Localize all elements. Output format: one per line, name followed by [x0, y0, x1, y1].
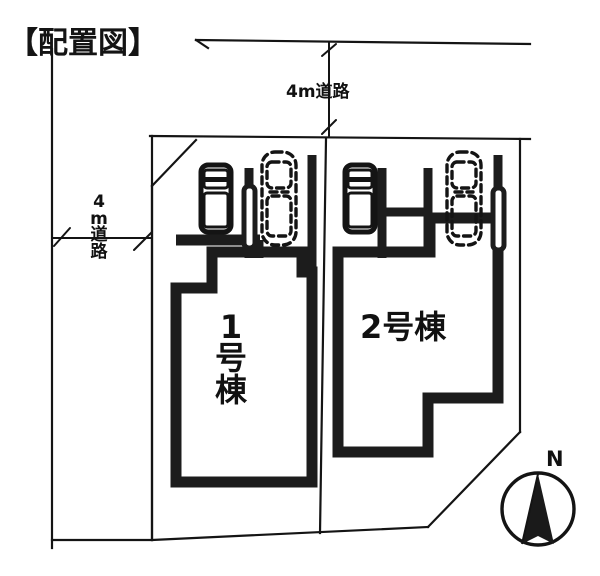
road-label-west-char-2: 道 — [90, 225, 108, 246]
building-1-label-char-1: 号 — [214, 339, 247, 378]
car-solid-icon — [198, 162, 234, 235]
compass-north-label: N — [546, 447, 564, 471]
dim-tick-top-upper — [321, 43, 337, 57]
road-top-outer-edge — [194, 38, 532, 46]
road-label-west: 4 m 道 路 — [88, 194, 110, 261]
dimension-top-road — [321, 41, 337, 137]
lot-corner-nw-diagonal — [150, 138, 198, 188]
dim-tick-left-east — [133, 231, 153, 251]
road-label-west-char-1: m — [90, 208, 108, 229]
car-dashed-icon — [445, 150, 483, 247]
road-top-inner-edge — [148, 134, 532, 141]
plot-2-group — [332, 150, 507, 458]
plot-1-group — [170, 150, 318, 488]
page-title: 【配置図】 — [8, 26, 158, 61]
lot-divider — [318, 137, 328, 535]
compass-needle-east-half — [538, 474, 554, 544]
dimension-left-road — [51, 227, 153, 251]
boundary-lines — [50, 38, 532, 550]
lot-corner-se-diagonal — [426, 430, 522, 529]
plot-2-gate-slot-icon — [490, 185, 507, 253]
lot-edge-south — [50, 525, 430, 542]
dim-tick-top-lower — [321, 119, 337, 135]
road-label-west-char-0: 4 — [93, 192, 105, 212]
building-1-label-char-0: 1 — [219, 308, 243, 346]
building-2-label: 2号棟 — [360, 308, 447, 346]
building-1-label-char-2: 棟 — [214, 370, 247, 409]
plot-1-gate-slot-icon — [241, 183, 258, 251]
dim-tick-left-west — [53, 227, 71, 247]
compass-needle-edge — [521, 473, 539, 545]
building-1-label: 1 号 棟 — [213, 308, 249, 409]
building-1-footprint — [170, 246, 318, 488]
road-label-north: 4m道路 — [286, 82, 350, 102]
car-solid-icon — [342, 162, 378, 235]
road-label-west-char-3: 路 — [90, 241, 108, 262]
car-dashed-icon — [260, 150, 298, 247]
compass-rose — [500, 471, 576, 547]
road-top-kink — [194, 38, 210, 50]
